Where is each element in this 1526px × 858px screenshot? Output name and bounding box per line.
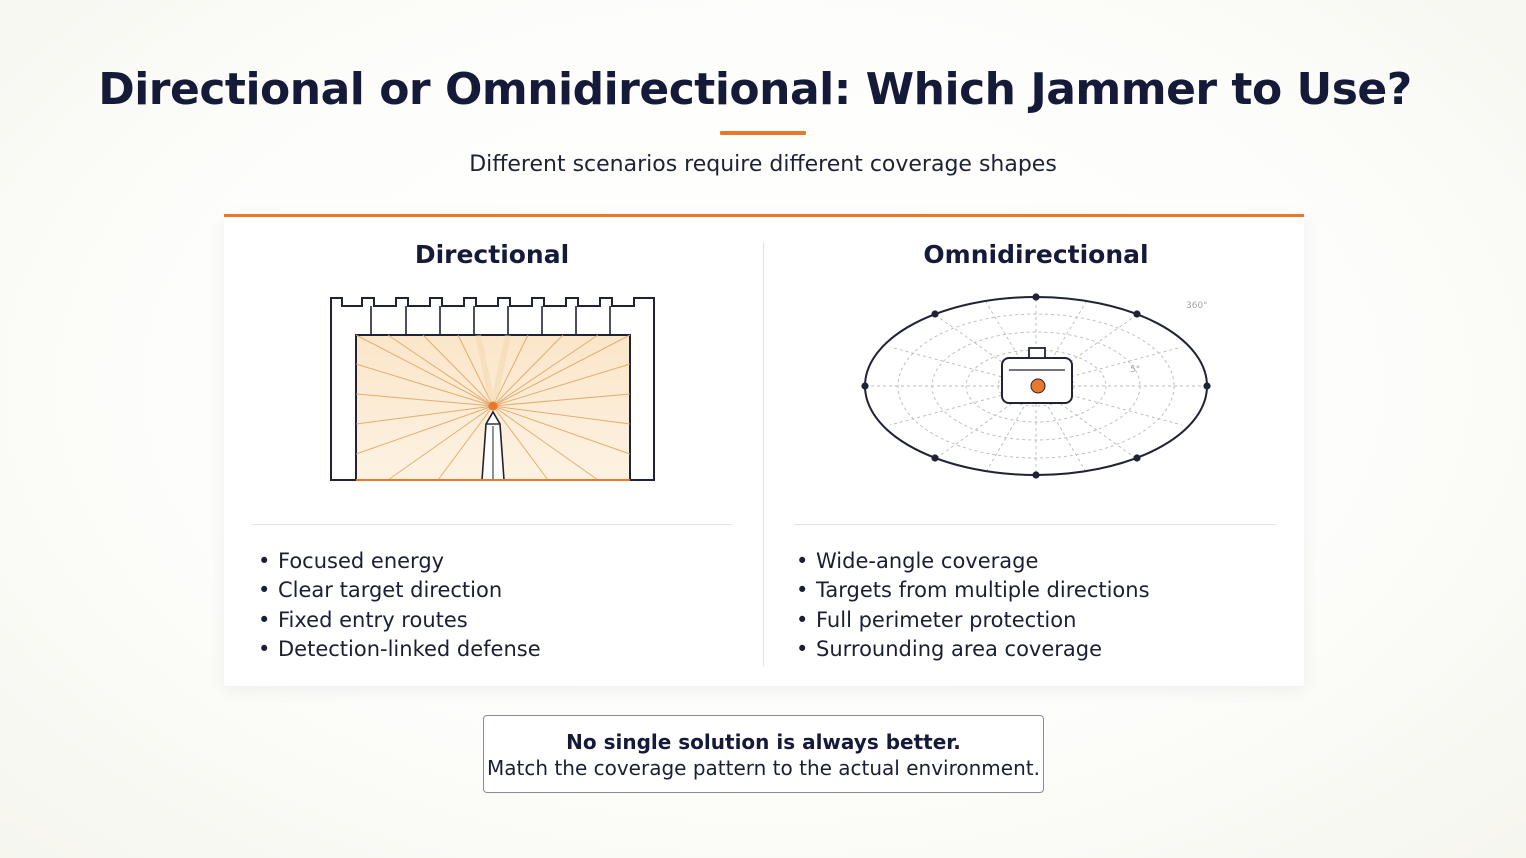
page-title: Directional or Omnidirectional: Which Ja… xyxy=(98,64,1412,115)
bullet-dot: • xyxy=(258,578,271,603)
list-item: • Clear target direction xyxy=(258,576,541,605)
page-subtitle: Different scenarios require different co… xyxy=(469,152,1057,177)
omnidirectional-illustration: 360° 5° xyxy=(861,293,1211,479)
omnidirectional-heading: Omnidirectional xyxy=(923,240,1149,269)
note-body: Match the coverage pattern to the actual… xyxy=(487,756,1040,780)
panel-divider xyxy=(763,242,764,666)
bullet-dot: • xyxy=(258,549,271,573)
bullet-dot: • xyxy=(796,636,809,661)
bullet-dot: • xyxy=(258,607,271,632)
card-accent-bar xyxy=(224,214,1304,217)
bullet-text: Clear target direction xyxy=(278,578,503,603)
note-headline: No single solution is always better. xyxy=(566,730,961,754)
bullet-dot: • xyxy=(796,549,809,573)
angle-label-360: 360° xyxy=(1186,301,1208,311)
list-item: • Surrounding area coverage xyxy=(796,635,1150,664)
bullet-text: Surrounding area coverage xyxy=(816,636,1103,661)
directional-separator xyxy=(252,524,732,525)
angle-label-5: 5° xyxy=(1130,365,1140,375)
bullet-text: Wide-angle coverage xyxy=(816,549,1039,573)
conclusion-note: No single solution is always better. Mat… xyxy=(483,715,1044,793)
bullet-text: Targets from multiple directions xyxy=(816,578,1150,603)
omnidirectional-separator xyxy=(794,524,1276,525)
list-item: • Wide-angle coverage xyxy=(796,547,1150,576)
directional-bullet-list: •Focused energy •Clear target direction … xyxy=(258,547,541,664)
list-item: • Full perimeter protection xyxy=(796,606,1150,635)
bullet-text: Detection-linked defense xyxy=(278,636,541,661)
list-item: • Fixed entry routes xyxy=(258,606,541,635)
omnidirectional-bullet-list: • Wide-angle coverage • Targets from multi… xyxy=(796,547,1150,664)
directional-heading: Directional xyxy=(414,240,570,269)
directional-illustration xyxy=(330,297,655,481)
bullet-text: Focused energy xyxy=(278,549,445,573)
bullet-dot: • xyxy=(796,607,809,632)
bullet-text: Fixed entry routes xyxy=(278,607,468,632)
list-item: • Targets from multiple directions xyxy=(796,576,1150,605)
list-item: • Detection-linked defense xyxy=(258,635,541,664)
comparison-card: Directional xyxy=(224,214,1304,686)
fortress-wall-with-fan-beam-icon xyxy=(328,294,658,484)
bullet-dot: • xyxy=(796,578,809,603)
list-item: • Focused energy xyxy=(258,547,541,576)
title-underline xyxy=(720,131,806,135)
bullet-dot: • xyxy=(258,636,271,661)
bullet-text: Full perimeter protection xyxy=(816,607,1077,632)
polar-coverage-ellipse-with-device-icon: 360° 5° xyxy=(860,292,1212,482)
